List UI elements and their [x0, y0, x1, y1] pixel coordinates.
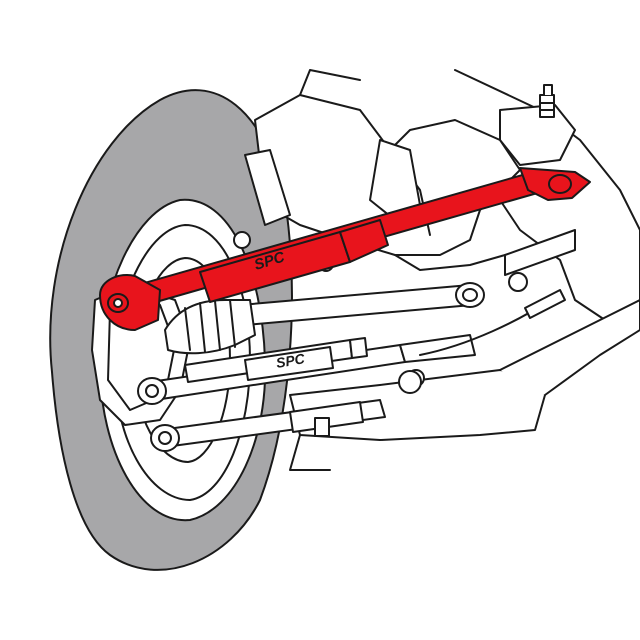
subframe — [254, 69, 640, 321]
lower-control-arm — [289, 299, 640, 471]
ball-joint-top — [499, 84, 576, 166]
brand-label-lower: SPC — [275, 350, 307, 371]
red-camber-arm — [99, 167, 591, 331]
strut-body — [244, 139, 421, 226]
adjustable-lower-link — [184, 337, 368, 383]
drive-axle — [164, 282, 485, 355]
toe-link — [150, 399, 386, 452]
sway-bar-link — [419, 289, 566, 356]
